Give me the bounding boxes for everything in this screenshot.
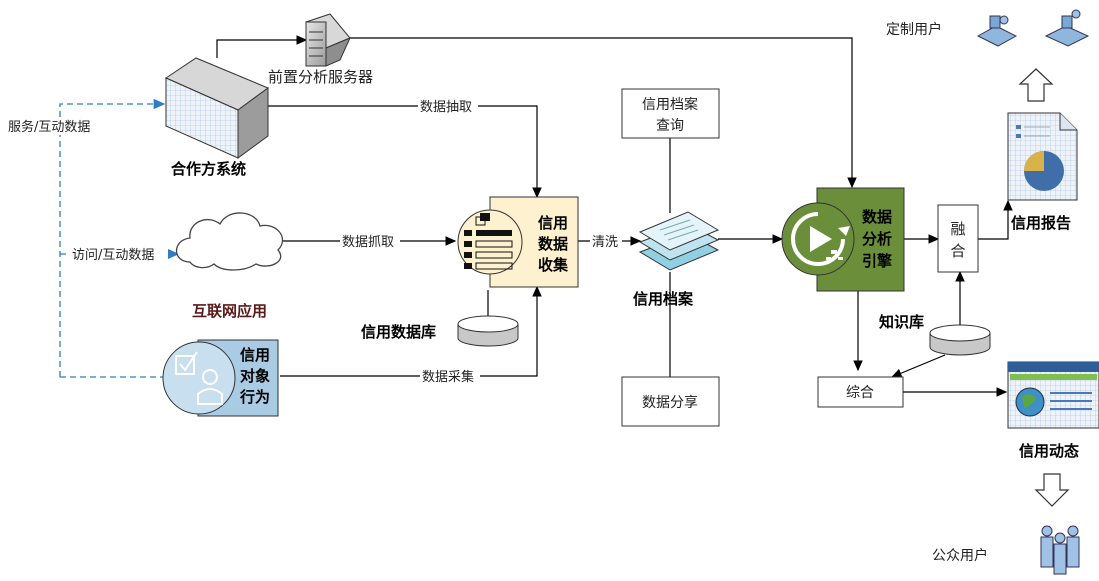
internet-app-node: 互联网应用 [175,212,284,320]
custom-user-label: 定制用户 [886,21,942,38]
edge-labels: 服务/互动数据 访问/互动数据 数据抽取 数据抓取 数据采集 清洗 [6,99,622,385]
credit-archive-node: 信用档案 [633,211,720,308]
knowledge-base-label: 知识库 [879,313,924,331]
server-block-icon [164,57,270,159]
up-arrow-icon [1018,68,1054,102]
edge-kb-to-synthesis [890,354,946,378]
collect-label-2: 数据 [538,235,568,253]
edge-fusion-to-report [978,199,1013,240]
down-arrow-icon [1034,473,1070,507]
label-access-data: 访问/互动数据 [72,248,154,263]
custom-user-node: 定制用户 [886,9,1090,47]
collect-label-1: 信用 [538,214,568,232]
engine-label-1: 数据 [862,208,892,226]
collect-label-3: 收集 [538,256,569,274]
data-share-node: 数据分享 [621,376,720,427]
dashed-edges [59,98,180,378]
report-document-icon [1007,112,1078,201]
front-server-label: 前置分析服务器 [268,68,373,86]
credit-db-node: 信用数据库 [361,315,519,347]
credit-report-label: 信用报告 [1011,214,1071,232]
database-icon [929,324,991,356]
people-group-icon [1040,525,1080,575]
document-stack-icon [638,211,720,271]
partner-system-label: 合作方系统 [170,160,246,178]
edges [216,35,1013,397]
behavior-label-3: 行为 [239,388,270,406]
label-gather: 数据采集 [422,369,474,385]
credit-archive-label: 信用档案 [633,290,694,308]
label-extract: 数据抽取 [420,100,472,115]
play-cycle-icon [791,212,850,266]
collect-node: 信用 数据 收集 [457,196,579,288]
archive-query-node: 信用档案 查询 [621,88,720,139]
edge-behavior-to-collect [280,285,542,377]
edge-partner-to-front-server [216,35,308,58]
workstation-user-icon [1044,9,1090,47]
database-icon [457,315,519,347]
label-service-data: 服务/互动数据 [8,119,90,135]
internet-app-label: 互联网应用 [192,302,267,320]
public-user-label: 公众用户 [932,547,988,564]
archive-query-label-2: 查询 [656,118,684,134]
fusion-label-1: 融 [950,220,965,238]
credit-db-label: 信用数据库 [361,323,436,341]
edge-service-data [59,98,166,377]
public-user-node: 公众用户 [932,525,1080,575]
edge-front-server-to-engine [350,37,857,189]
synthesis-label: 综合 [846,385,874,401]
cloud-icon [175,212,284,271]
knowledge-base-node: 知识库 [879,313,991,356]
front-server-node: 前置分析服务器 [268,13,373,86]
edge-partner-to-collect [268,105,542,199]
partner-system-node: 合作方系统 [164,57,270,178]
archive-query-label-1: 信用档案 [642,96,698,113]
engine-label-2: 分析 [862,230,892,248]
credit-dynamic-node: 信用动态 [1007,361,1099,460]
engine-node: 数据 分析 引擎 [781,187,905,292]
data-share-label: 数据分享 [642,394,698,411]
label-crawl: 数据抓取 [342,235,394,250]
engine-label-3: 引擎 [862,252,892,270]
credit-dynamic-label: 信用动态 [1019,442,1079,460]
fusion-label-2: 合 [950,242,965,260]
behavior-label-2: 对象 [240,367,270,385]
user-check-icon [175,351,223,405]
behavior-node: 信用 对象 行为 [162,339,279,417]
fusion-node: 融 合 [937,204,979,273]
form-icon [464,213,513,270]
behavior-label-1: 信用 [240,346,270,364]
dashboard-screen-icon [1007,361,1099,429]
workstation-user-icon [976,15,1018,47]
credit-report-node: 信用报告 [1007,112,1078,232]
label-clean: 清洗 [592,235,618,250]
synthesis-node: 综合 [817,376,904,408]
server-rack-icon [305,13,351,67]
